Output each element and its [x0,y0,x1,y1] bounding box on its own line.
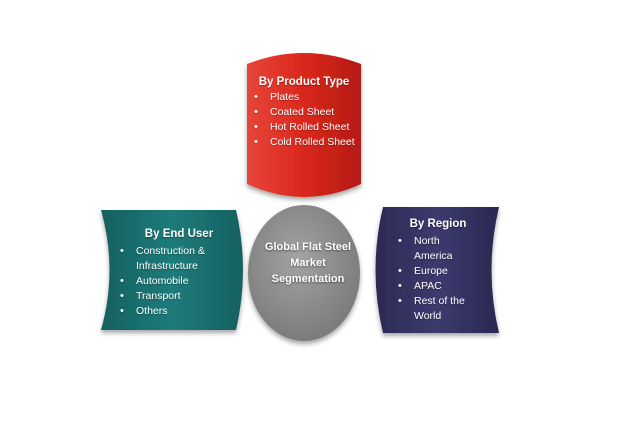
list-item: Others [116,304,228,319]
product-type-panel: By Product Type Plates Coated Sheet Hot … [250,76,358,150]
list-item: Construction &Infrastructure [116,244,228,274]
center-title-line: Market [290,257,326,269]
product-type-list: Plates Coated Sheet Hot Rolled Sheet Col… [250,90,358,150]
list-item: Europe [394,264,490,279]
center-title-line: Global Flat Steel [264,241,352,253]
list-item: Hot Rolled Sheet [250,120,358,135]
end-user-title: By End User [144,228,214,240]
list-item: Coated Sheet [250,105,358,120]
list-item: Automobile [116,274,228,289]
list-item: Transport [116,289,228,304]
product-type-title: By Product Type [258,76,350,88]
center-ellipse [248,205,360,341]
list-item: Plates [250,90,358,105]
end-user-panel: By End User Construction &Infrastructure… [116,228,228,319]
center-title-line: Segmentation [271,273,345,285]
end-user-list: Construction &Infrastructure Automobile … [116,244,228,319]
region-title: By Region [409,218,467,230]
list-item: Cold Rolled Sheet [250,135,358,150]
center-title: Global Flat Steel Market Segmentation [254,239,362,287]
list-item: APAC [394,279,490,294]
